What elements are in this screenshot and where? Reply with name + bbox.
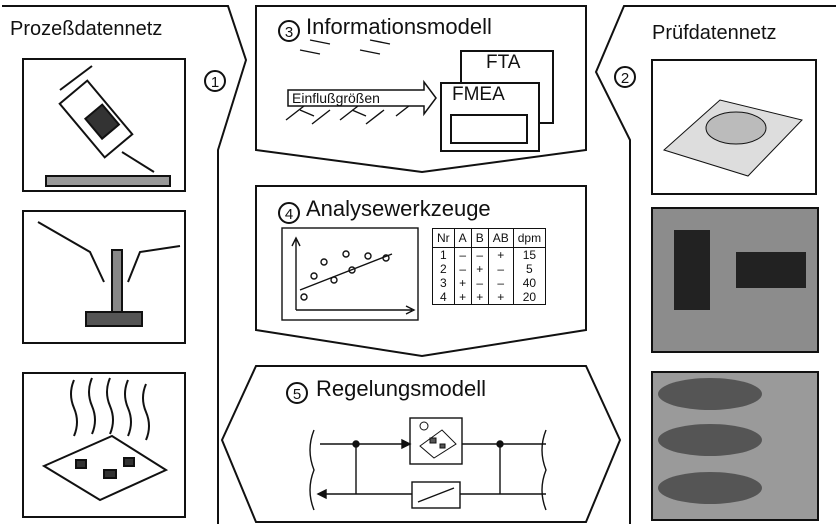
table-cell: – [453, 262, 472, 276]
table-cell: + [453, 276, 472, 290]
fmea-box: FMEA [440, 82, 540, 152]
table-cell: – [470, 276, 489, 290]
table-cell: 40 [512, 276, 546, 290]
reflow-oven-illustration [41, 377, 169, 502]
table-cell: 4 [439, 290, 447, 304]
reflow-frame [22, 372, 186, 518]
table-cell: – [453, 247, 472, 262]
control-badge: 5 [286, 382, 308, 404]
table-row: 2 – + – 5 [433, 262, 546, 276]
analysis-badge: 4 [278, 202, 300, 224]
surface-profile-image [651, 59, 817, 195]
table-cell: + [470, 262, 489, 276]
influence-arrow [287, 79, 437, 117]
influence-arrow-label: Einflußgrößen [292, 90, 380, 106]
right-panel-badge: 2 [614, 66, 636, 88]
fishbone-diagram [285, 39, 415, 125]
dispenser-frame [22, 58, 186, 192]
table-row: 4 + + + 20 [433, 290, 546, 305]
fmea-inner-box [450, 114, 528, 144]
table-cell: + [487, 290, 514, 305]
dispenser-illustration [45, 65, 171, 187]
table-row: 1 – – + 15 [433, 247, 546, 262]
table-cell: + [487, 247, 514, 262]
info-model-title: Informationsmodell [306, 14, 492, 39]
table-cell: 20 [512, 290, 546, 305]
scatter-plot [281, 227, 419, 321]
xray-image [651, 371, 819, 521]
table-cell: – [487, 276, 514, 290]
table-cell: – [487, 262, 514, 276]
left-panel-outline [2, 5, 248, 524]
component-photo [651, 207, 819, 353]
pick-and-place-illustration [37, 221, 181, 327]
table-row: 3 + – – 40 [433, 276, 546, 290]
left-panel-title: Prozeßdatennetz [10, 18, 163, 40]
table-cell: – [470, 247, 489, 262]
table-header-ab: AB [487, 228, 514, 248]
pick-place-frame [22, 210, 186, 344]
table-header-row: Nr A B AB dpm [432, 228, 546, 248]
table-cell: 15 [512, 247, 546, 262]
right-panel-outline [594, 5, 836, 524]
table-header-a: A [453, 228, 472, 248]
table-cell: 3 [439, 276, 447, 290]
control-title: Regelungsmodell [316, 376, 486, 401]
info-model-badge: 3 [278, 20, 300, 42]
fta-label: FTA [486, 52, 521, 73]
fmea-label: FMEA [452, 84, 505, 105]
table-cell: 2 [439, 262, 447, 276]
right-panel-title: Prüfdatennetz [652, 22, 777, 44]
table-header-nr: Nr [432, 228, 455, 248]
table-cell: + [453, 290, 472, 305]
analysis-title: Analysewerkzeuge [306, 196, 491, 221]
table-header-dpm: dpm [512, 228, 546, 248]
left-panel-badge: 1 [204, 70, 226, 92]
analysis-table: Nr A B AB dpm 1 – – + 15 2 – + – 5 [432, 228, 547, 305]
table-cell: + [470, 290, 489, 305]
table-cell: 1 [439, 248, 447, 262]
circuit-board-icon [419, 421, 457, 459]
table-cell: 5 [512, 262, 546, 276]
table-header-b: B [470, 228, 489, 248]
